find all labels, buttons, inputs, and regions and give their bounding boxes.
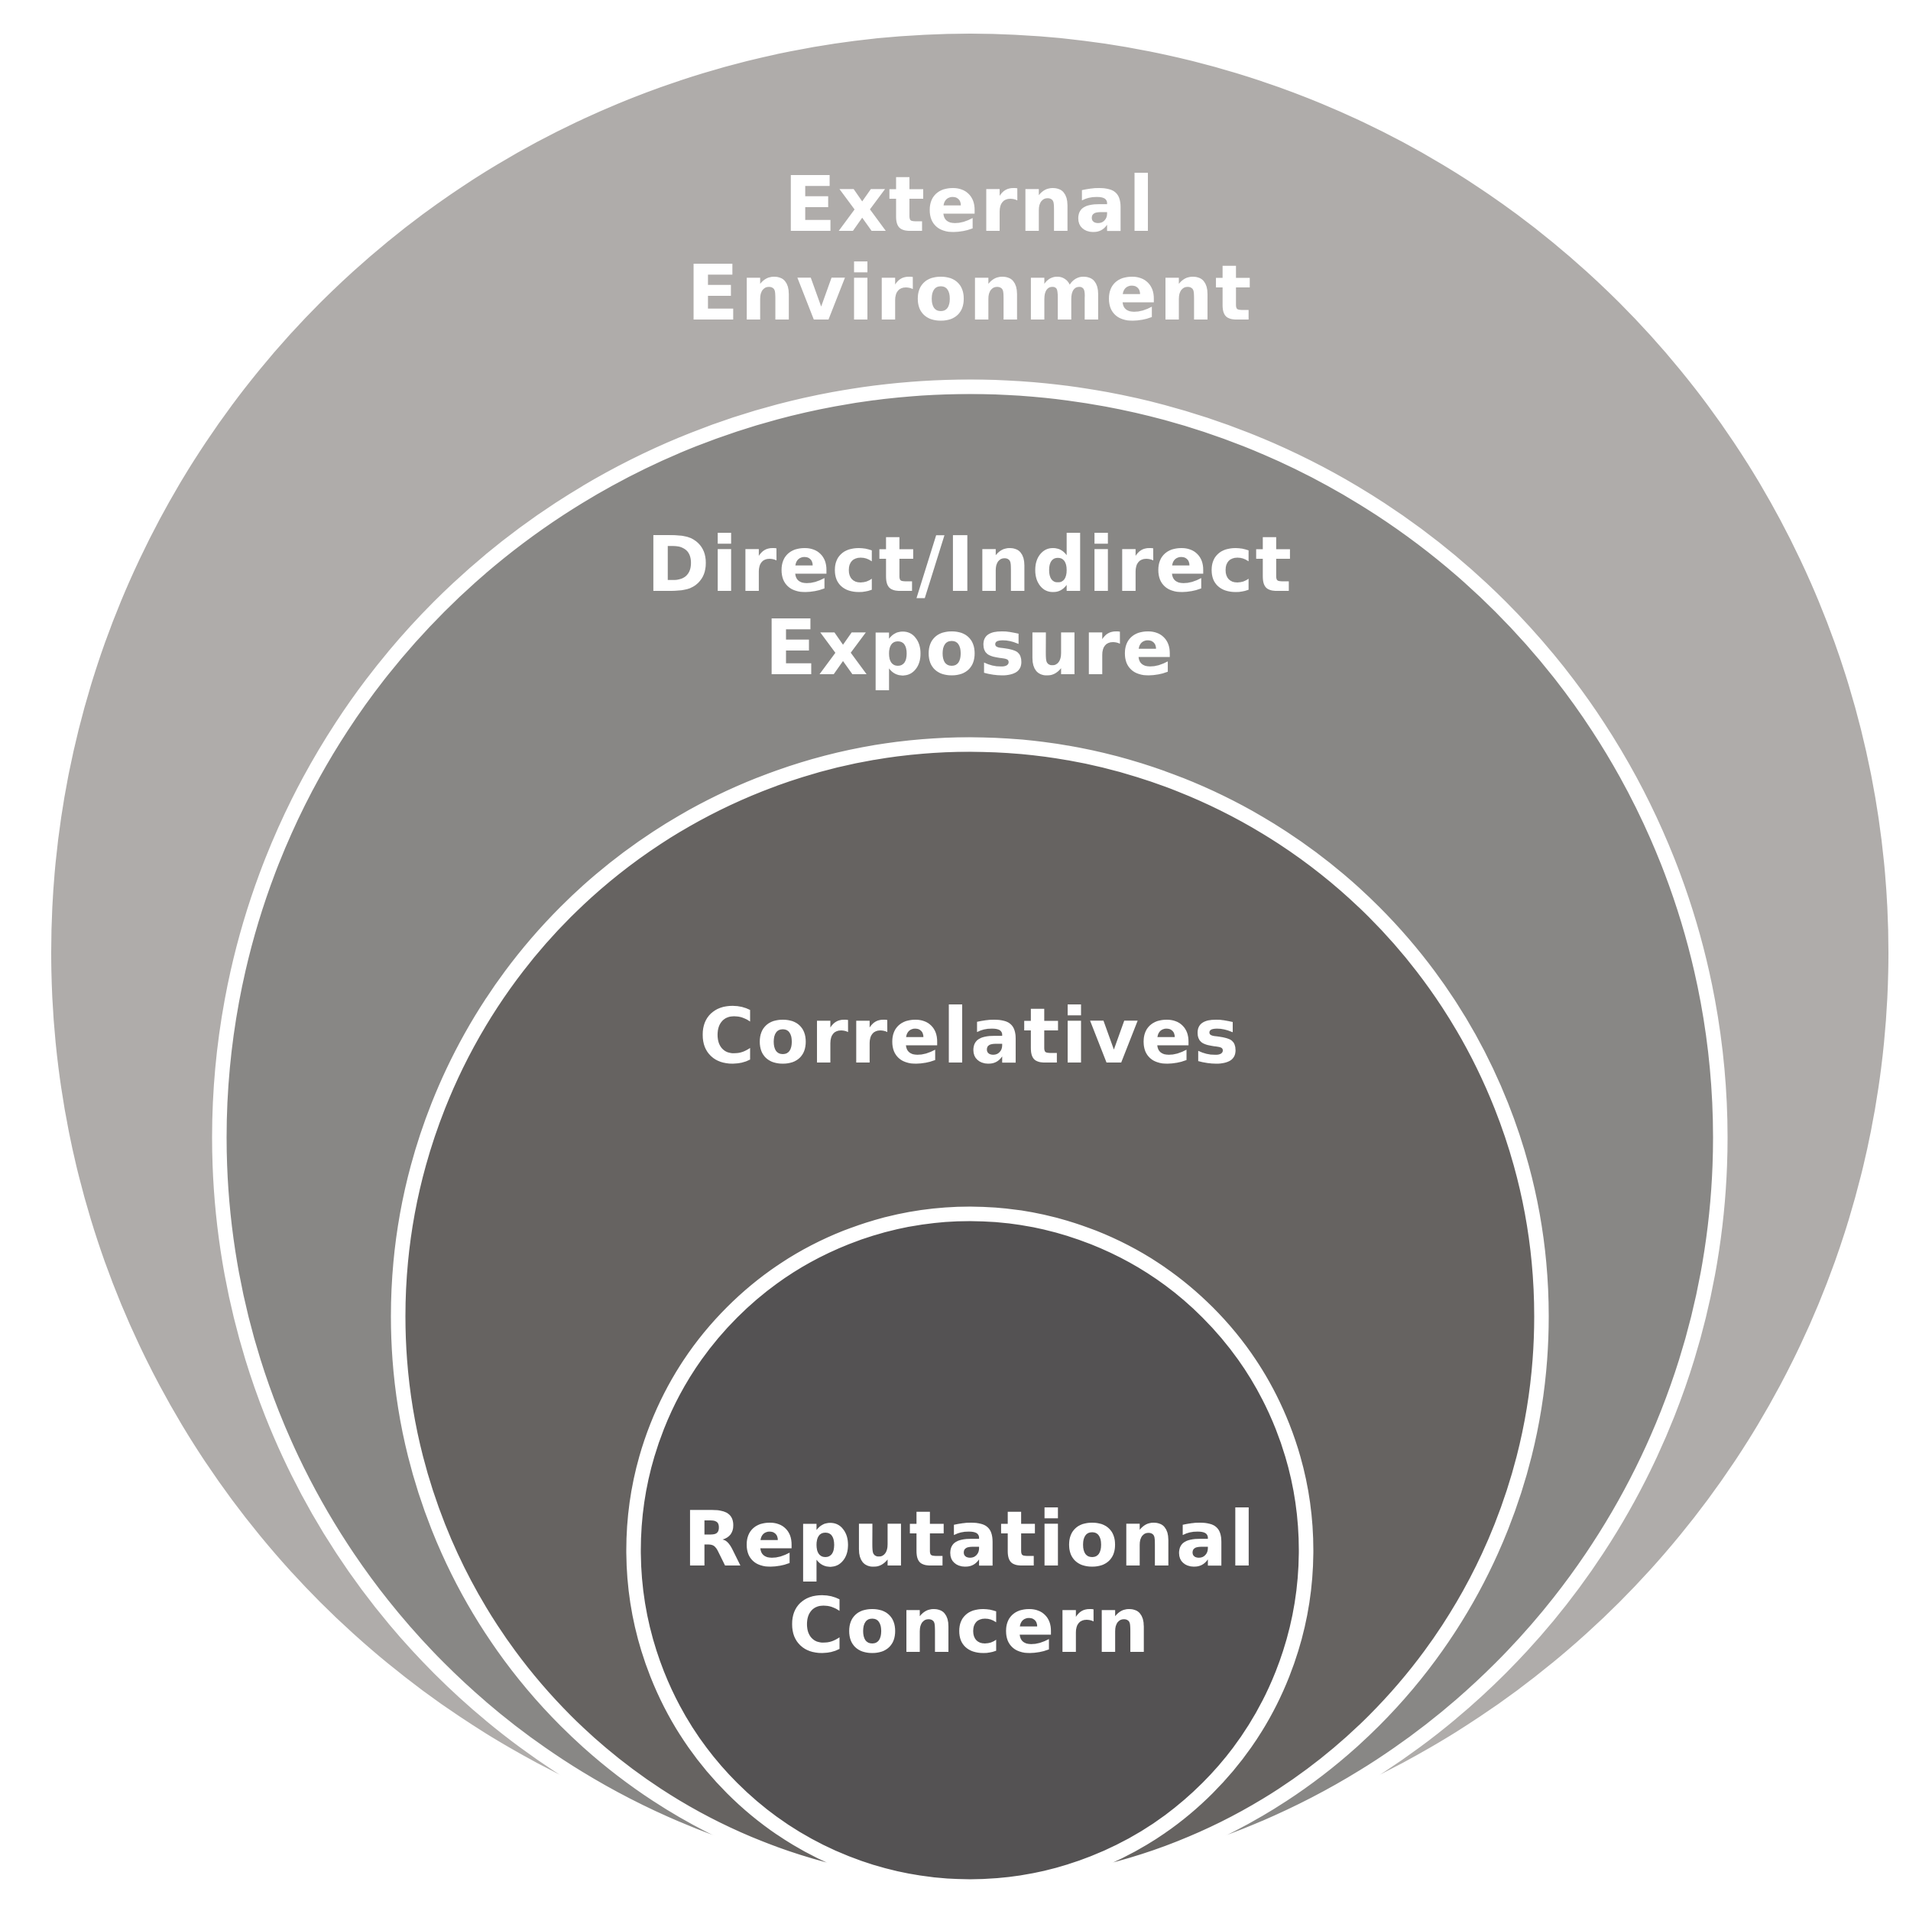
correlatives-label: Correlatives [699,991,1241,1081]
external-environment-label-line2: Environment [686,248,1253,338]
external-environment-label-line1: External [784,160,1156,249]
direct-indirect-exposure-label-line1: Direct/Indirect [647,520,1294,609]
reputational-concern-label-line1: Reputational [683,1494,1257,1584]
reputational-concern-label-line2: Concern [789,1581,1152,1670]
reputational-concern-circle [626,1206,1314,1894]
direct-indirect-exposure-label-line2: Exposure [765,603,1175,693]
